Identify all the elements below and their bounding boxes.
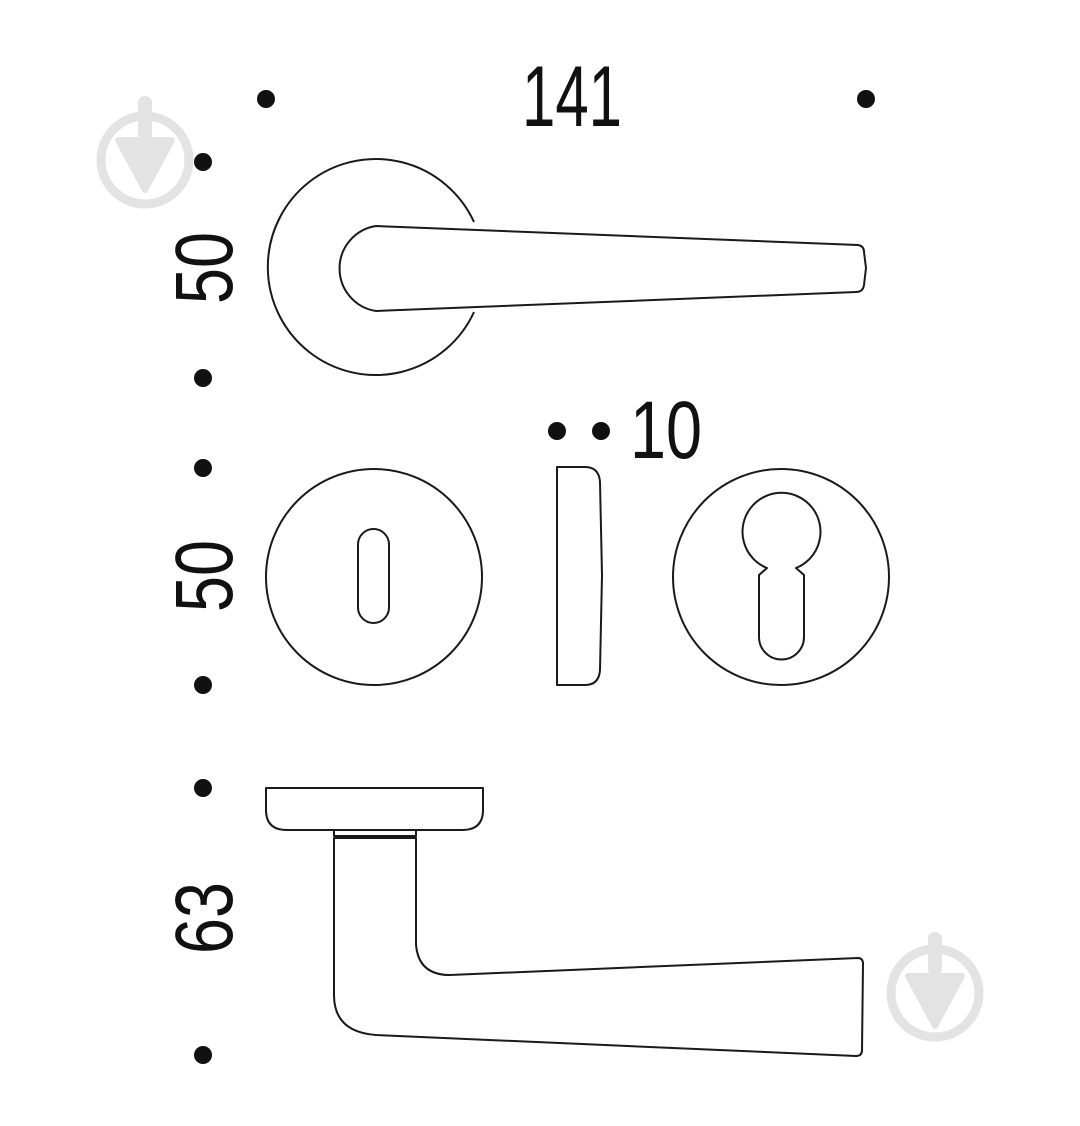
- dimension-label-50-rose: 50: [159, 232, 250, 304]
- dimension-marker-dot: [592, 422, 610, 440]
- escutcheon-rose-outline: [672, 468, 890, 686]
- dimension-rose-height: 50: [159, 153, 250, 387]
- dimension-marker-dot: [194, 153, 212, 171]
- watermark-trowel-icon: [96, 96, 194, 209]
- keyhole-slot: [357, 528, 390, 624]
- dimension-marker-dot: [194, 779, 212, 797]
- dimension-marker-dot: [548, 422, 566, 440]
- dimension-handle-projection: 63: [159, 779, 250, 1064]
- rose-top-outline: [265, 787, 484, 831]
- euro-cylinder-escutcheon: [672, 468, 890, 686]
- dimension-handle-length: 141: [257, 49, 875, 145]
- dimension-escutcheon-thickness: 10: [548, 385, 702, 476]
- dimension-marker-dot: [857, 90, 875, 108]
- dimension-label-141: 141: [522, 49, 622, 145]
- lever-outline: [338, 225, 867, 312]
- escutcheon-rose-outline: [265, 468, 483, 686]
- dimension-marker-dot: [194, 369, 212, 387]
- round-rose-outline: [266, 158, 475, 376]
- watermark-trowel-icon: [886, 932, 984, 1042]
- side-profile-outline: [556, 466, 603, 686]
- lever-handle-front-view: [266, 158, 867, 376]
- dimension-label-63: 63: [159, 882, 250, 954]
- rose-neck: [333, 830, 417, 837]
- keyhole-escutcheon: [265, 468, 483, 686]
- dimension-marker-dot: [257, 90, 275, 108]
- dimension-label-50-escutcheon: 50: [159, 540, 250, 612]
- lever-handle-top-view: [265, 787, 864, 1057]
- euro-cylinder-cutout: [741, 491, 822, 661]
- dimension-label-10: 10: [630, 385, 702, 476]
- dimension-marker-dot: [194, 459, 212, 477]
- lever-top-outline: [333, 837, 864, 1057]
- dimension-escutcheon-height: 50: [159, 459, 250, 694]
- dimension-marker-dot: [194, 1046, 212, 1064]
- escutcheon-side-profile: [556, 466, 603, 686]
- dimension-marker-dot: [194, 676, 212, 694]
